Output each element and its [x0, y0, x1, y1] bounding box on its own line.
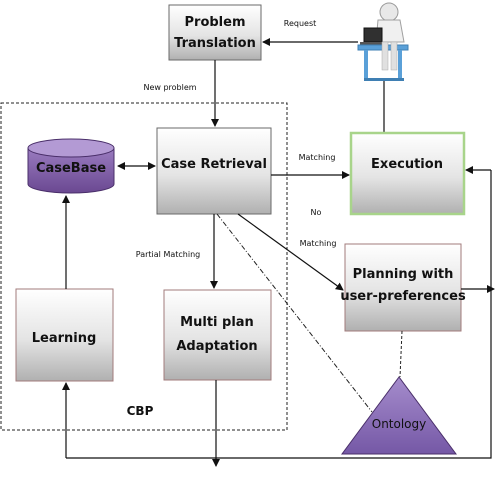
execution-node: Execution	[349, 131, 466, 216]
cbp-label: CBP	[127, 404, 154, 418]
ontology-retrieval-dashed	[216, 213, 373, 413]
ontology-label: Ontology	[372, 417, 427, 431]
matching-label: Matching	[299, 153, 336, 162]
no-label: No	[311, 208, 322, 217]
planning-label-2: user-preferences	[340, 289, 466, 304]
execution-label: Execution	[371, 157, 443, 172]
problem-translation-node: Problem Translation	[168, 4, 262, 61]
casebase-label: CaseBase	[36, 161, 106, 176]
problem-translation-label-1: Problem	[185, 15, 246, 30]
planning-node: Planning with user-preferences	[340, 243, 466, 332]
problem-translation-label-2: Translation	[174, 36, 256, 51]
learning-label: Learning	[32, 331, 97, 346]
planning-label-1: Planning with	[353, 267, 454, 282]
cbp-region	[0, 102, 288, 431]
new-problem-label: New problem	[143, 83, 196, 92]
casebase-node: CaseBase	[27, 138, 115, 194]
partial-matching-label: Partial Matching	[136, 250, 200, 259]
case-retrieval-label: Case Retrieval	[161, 157, 267, 172]
multi-plan-label-1: Multi plan	[180, 315, 254, 330]
ontology-node: Ontology	[341, 376, 457, 455]
case-retrieval-node: Case Retrieval	[156, 127, 272, 215]
no-matching-arrow	[237, 213, 344, 291]
learning-node: Learning	[15, 288, 114, 382]
multi-plan-node: Multi plan Adaptation	[163, 289, 272, 381]
user-computer-icon	[357, 2, 409, 81]
right-loop-line	[66, 170, 492, 459]
no-matching-label: Matching	[300, 239, 337, 248]
multi-plan-label-2: Adaptation	[176, 339, 257, 354]
request-label: Request	[284, 19, 317, 28]
ontology-planning-dashed	[399, 330, 403, 378]
